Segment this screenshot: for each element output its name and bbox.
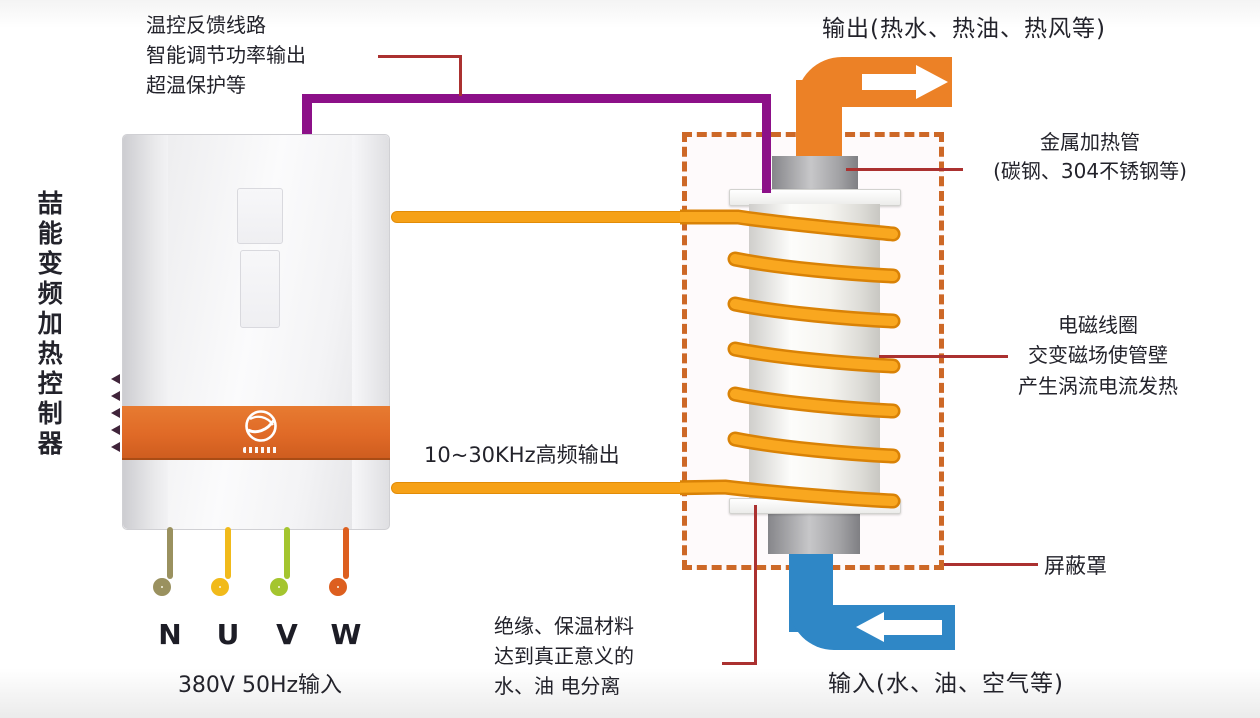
metal-tube-note: 金属加热管 (碳钢、304不锈钢等) <box>962 128 1218 186</box>
wire-w <box>343 527 349 579</box>
leader-coil <box>879 355 1008 358</box>
heatsink-fin <box>111 374 120 384</box>
leader-feedback-h <box>378 55 462 58</box>
insulation-note-line2: 达到真正意义的 <box>494 644 634 668</box>
ring-terminal-w <box>329 578 347 596</box>
induction-coil <box>680 209 901 509</box>
metal-tube-note-line2: (碳钢、304不锈钢等) <box>993 159 1187 183</box>
terminal-label-v: V <box>276 618 298 651</box>
brand-logo-subtext <box>243 447 279 453</box>
hf-output-label: 10~30KHz高频输出 <box>424 443 620 467</box>
controller-right-panel <box>352 135 389 529</box>
coil-note: 电磁线圈 交变磁场使管壁 产生涡流电流发热 <box>978 310 1218 401</box>
left-vertical-title: 喆能变频加热控制器 <box>34 190 64 460</box>
heatsink-fin <box>111 442 120 452</box>
brand-logo-icon <box>245 410 277 442</box>
feedback-note-line1: 温控反馈线路 <box>146 13 266 37</box>
ring-terminal-u <box>211 578 229 596</box>
coil-note-line2: 交变磁场使管壁 <box>1028 343 1168 368</box>
feedback-line-horizontal <box>302 94 771 103</box>
controller-display-slot <box>237 188 283 244</box>
wire-u <box>225 527 231 579</box>
terminal-label-w: W <box>330 618 362 651</box>
heater-top-cap <box>772 156 858 194</box>
shield-label: 屏蔽罩 <box>1044 554 1107 578</box>
hf-line-upper <box>392 212 704 222</box>
heatsink-fin <box>111 425 120 435</box>
leader-insulation-v <box>754 505 757 665</box>
power-input-label: 380V 50Hz输入 <box>177 673 343 698</box>
ring-terminal-n <box>153 578 171 596</box>
coil-note-line1: 电磁线圈 <box>1058 313 1138 337</box>
leader-metal-tube <box>846 168 963 171</box>
heatsink-fin <box>111 391 120 401</box>
controller-left-panel <box>123 135 168 529</box>
insulation-note-line3: 水、油 电分离 <box>494 674 621 698</box>
wire-n <box>167 527 173 579</box>
leader-insulation-h <box>722 662 757 665</box>
feedback-note: 温控反馈线路 智能调节功率输出 超温保护等 <box>146 10 306 100</box>
metal-tube-note-line1: 金属加热管 <box>1040 130 1140 154</box>
insulation-note: 绝缘、保温材料 达到真正意义的 水、油 电分离 <box>494 611 634 701</box>
leader-feedback-v <box>459 55 462 96</box>
controller-button-slot <box>240 250 280 328</box>
wire-v <box>284 527 290 579</box>
ring-terminal-v <box>270 578 288 596</box>
feedback-note-line3: 超温保护等 <box>146 73 246 97</box>
output-flow-arrow <box>862 74 916 90</box>
heatsink-fin <box>111 408 120 418</box>
terminal-label-u: U <box>216 618 240 651</box>
feedback-line-drop-right <box>762 94 771 193</box>
output-label: 输出(热水、热油、热风等) <box>822 16 1106 42</box>
feedback-note-line2: 智能调节功率输出 <box>146 43 306 67</box>
output-flow-arrow-head <box>916 65 948 99</box>
input-flow-arrow <box>884 620 942 635</box>
terminal-label-n: N <box>158 618 182 651</box>
input-flow-arrow-head <box>856 612 884 642</box>
leader-shield <box>944 563 1038 566</box>
coil-note-line3: 产生涡流电流发热 <box>1018 373 1178 398</box>
heater-bottom-cap <box>768 512 860 554</box>
insulation-note-line1: 绝缘、保温材料 <box>494 614 634 638</box>
hf-line-lower <box>392 483 712 493</box>
feedback-line-drop-left <box>302 94 312 136</box>
input-label: 输入(水、油、空气等) <box>828 671 1064 697</box>
